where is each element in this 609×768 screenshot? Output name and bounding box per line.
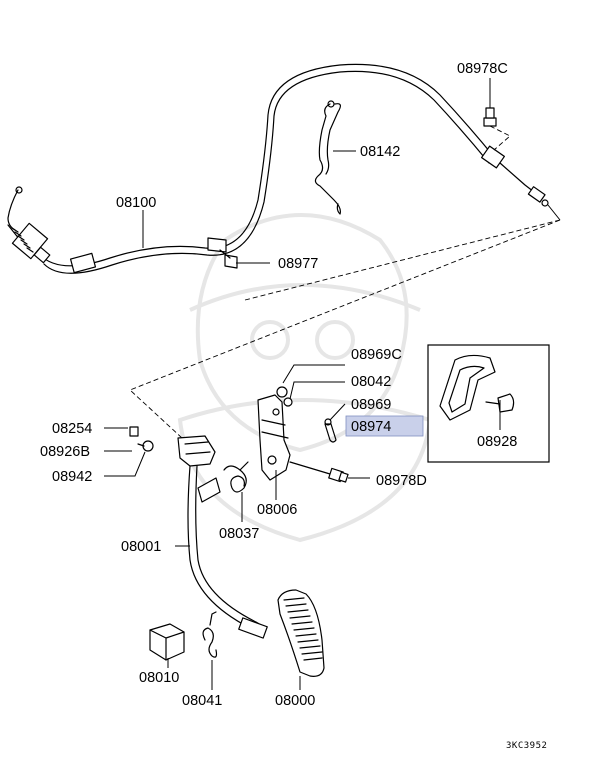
small-fasteners	[129, 426, 154, 452]
label-08926B[interactable]: 08926B	[40, 444, 90, 460]
label-08254[interactable]: 08254	[52, 421, 92, 437]
label-08142[interactable]: 08142	[360, 144, 400, 160]
label-08037[interactable]: 08037	[219, 526, 259, 542]
pedal-arm-08001	[177, 435, 268, 639]
label-08978C[interactable]: 08978C	[457, 61, 508, 77]
label-08006[interactable]: 08006	[257, 502, 297, 518]
label-08042[interactable]: 08042	[351, 374, 391, 390]
cable-spring-clip-08142	[314, 100, 341, 215]
accelerator-cable	[7, 63, 549, 274]
highlight-box	[345, 415, 424, 437]
bolt-08978D	[289, 461, 349, 483]
label-08100[interactable]: 08100	[116, 195, 156, 211]
label-08942[interactable]: 08942	[52, 469, 92, 485]
part-labels: 08978C 08142 08100 08977 08969C 08042 08…	[40, 61, 517, 709]
cable-clip-08977	[207, 237, 238, 269]
label-08001[interactable]: 08001	[121, 539, 161, 555]
label-08010[interactable]: 08010	[139, 670, 179, 686]
leader-lines	[104, 78, 501, 690]
pin-08974	[324, 418, 337, 443]
inset-box	[427, 344, 550, 463]
phantom-lines	[129, 125, 561, 439]
diagram-code: 3KC3952	[506, 741, 547, 751]
pedal-bracket-08006	[257, 386, 293, 481]
bolt-08978C	[483, 107, 497, 127]
label-08928[interactable]: 08928	[477, 434, 517, 450]
label-08041[interactable]: 08041	[182, 693, 222, 709]
return-spring-08037	[223, 461, 249, 493]
label-08969C[interactable]: 08969C	[351, 347, 402, 363]
label-08969[interactable]: 08969	[351, 397, 391, 413]
stopper-08010	[149, 623, 185, 661]
label-08977[interactable]: 08977	[278, 256, 318, 272]
spring-08041	[202, 611, 218, 658]
label-08978D[interactable]: 08978D	[376, 473, 427, 489]
label-08974[interactable]: 08974	[351, 419, 391, 435]
pedal-pad-08000	[277, 589, 325, 677]
label-08000[interactable]: 08000	[275, 693, 315, 709]
